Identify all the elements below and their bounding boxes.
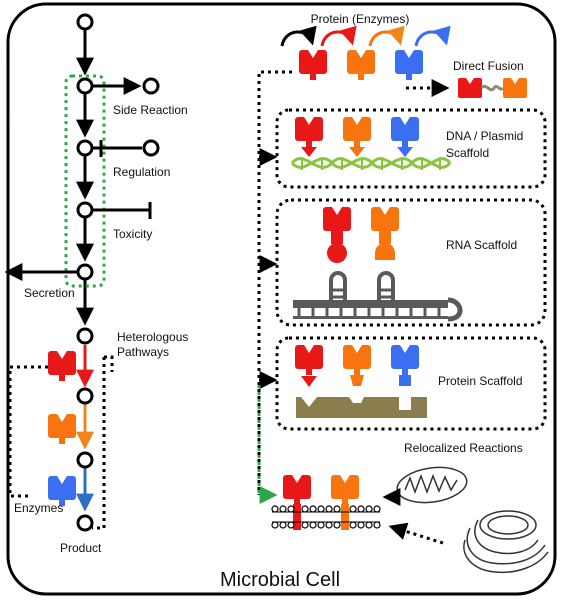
regulation-label: Regulation: [113, 165, 170, 179]
enzyme-red: [299, 50, 327, 80]
cell-membrane: [6, 2, 557, 596]
relocalized-label: Relocalized Reactions: [404, 441, 523, 455]
heterologous-enzyme-orange: [48, 414, 76, 444]
heterologous-label-line1: Heterologous: [117, 330, 188, 344]
heterologous-pathway: Heterologous Pathways Enzymes Product: [8, 330, 188, 555]
metabolite-node: [76, 387, 94, 405]
endomembrane-icon: [463, 510, 549, 574]
dna-enzyme-red: [295, 117, 323, 147]
enzyme-set: Protein (Enzymes): [280, 12, 451, 80]
metabolite-node: [76, 263, 94, 281]
product-label: Product: [60, 541, 102, 555]
dna-scaffold-label-line1: DNA / Plasmid: [446, 129, 523, 143]
direct-fusion: Direct Fusion: [406, 59, 527, 98]
rna-scaffold-label: RNA Scaffold: [446, 238, 517, 252]
ps-enzyme-red: [295, 345, 323, 375]
relocalized-panel: Relocalized Reactions: [271, 441, 549, 574]
dna-helix: [290, 157, 452, 170]
ps-enzyme-orange: [343, 345, 371, 375]
rna-scaffold-panel: RNA Scaffold: [275, 198, 547, 327]
native-pathway: Side Reaction Regulation Toxicity Secret…: [4, 13, 188, 345]
heterologous-enzyme-red: [48, 351, 76, 381]
side-product-node: [142, 77, 160, 95]
direct-fusion-label: Direct Fusion: [453, 59, 524, 73]
cell-title: Microbial Cell: [220, 569, 340, 591]
metabolite-node: [76, 327, 94, 345]
regulator-node: [142, 139, 160, 157]
reloc-enzyme-orange: [331, 475, 359, 505]
metabolite-node: [76, 13, 94, 31]
ps-enzyme-blue: [391, 345, 419, 375]
protein-scaffold-panel: Protein Scaffold: [275, 336, 547, 431]
protein-scaffold-bar: [296, 397, 427, 418]
protein-scaffold-label: Protein Scaffold: [438, 374, 523, 388]
metabolite-node: [76, 139, 94, 157]
native-pathway-highlight: [64, 74, 106, 288]
mitochondrion-icon: [396, 466, 468, 504]
heterologous-label-line2: Pathways: [117, 345, 169, 359]
side-reaction-label: Side Reaction: [113, 103, 188, 117]
rna-structure: [293, 271, 463, 322]
protein-enzymes-label: Protein (Enzymes): [311, 12, 410, 26]
toxicity-label: Toxicity: [113, 227, 152, 241]
secretion-label: Secretion: [24, 286, 75, 300]
enzyme-orange: [347, 50, 375, 80]
metabolite-node: [76, 77, 94, 95]
dna-scaffold-label-line2: Scaffold: [446, 146, 489, 160]
dna-enzyme-orange: [343, 117, 371, 147]
metabolite-node: [76, 451, 94, 469]
enzymes-label: Enzymes: [14, 501, 63, 515]
lipid-bilayer: [271, 505, 381, 529]
dna-enzyme-blue: [391, 117, 419, 147]
reloc-enzyme-red: [283, 475, 311, 505]
dna-scaffold-panel: DNA / Plasmid Scaffold: [275, 108, 547, 189]
enzyme-blue: [395, 50, 423, 80]
metabolite-node: [76, 201, 94, 219]
product-node: [76, 514, 94, 532]
